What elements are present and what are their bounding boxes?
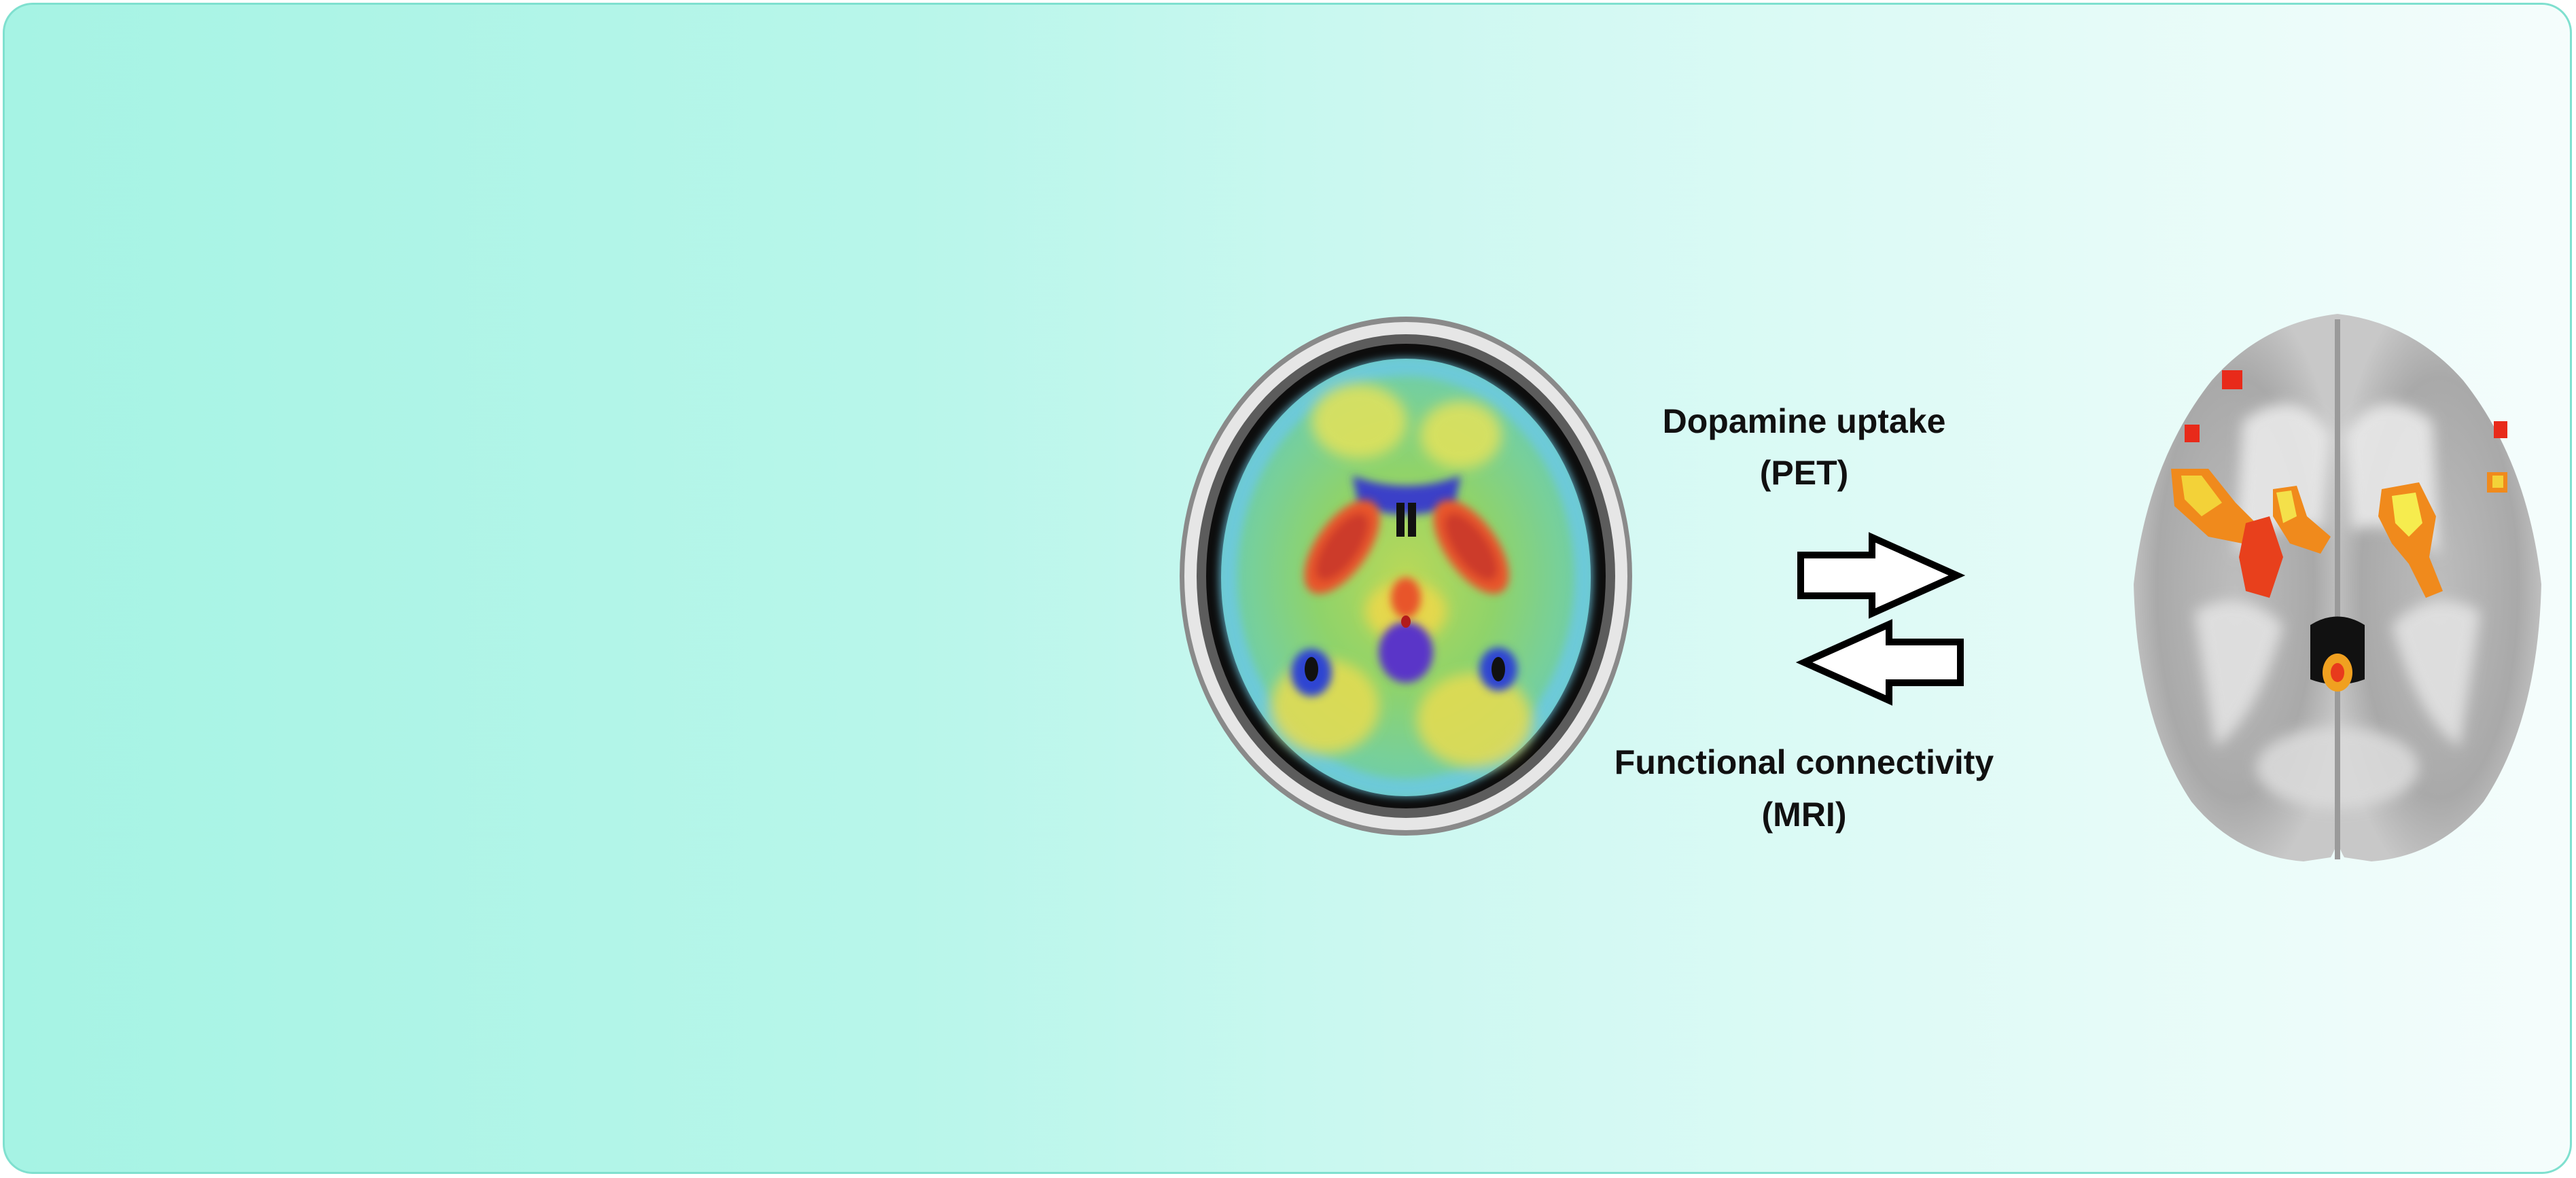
pet-brain-image [1180, 317, 1632, 836]
right-arrow-icon [1797, 532, 1966, 619]
pet-label-line2: (PET) [1760, 454, 1849, 492]
mri-label-line1: Functional connectivity [1615, 743, 1994, 781]
mri-brain-image [2134, 314, 2541, 861]
mri-label-line2: (MRI) [1762, 796, 1847, 834]
left-arrow-icon [1795, 619, 1964, 706]
pet-label-line1: Dopamine uptake [1663, 402, 1946, 440]
